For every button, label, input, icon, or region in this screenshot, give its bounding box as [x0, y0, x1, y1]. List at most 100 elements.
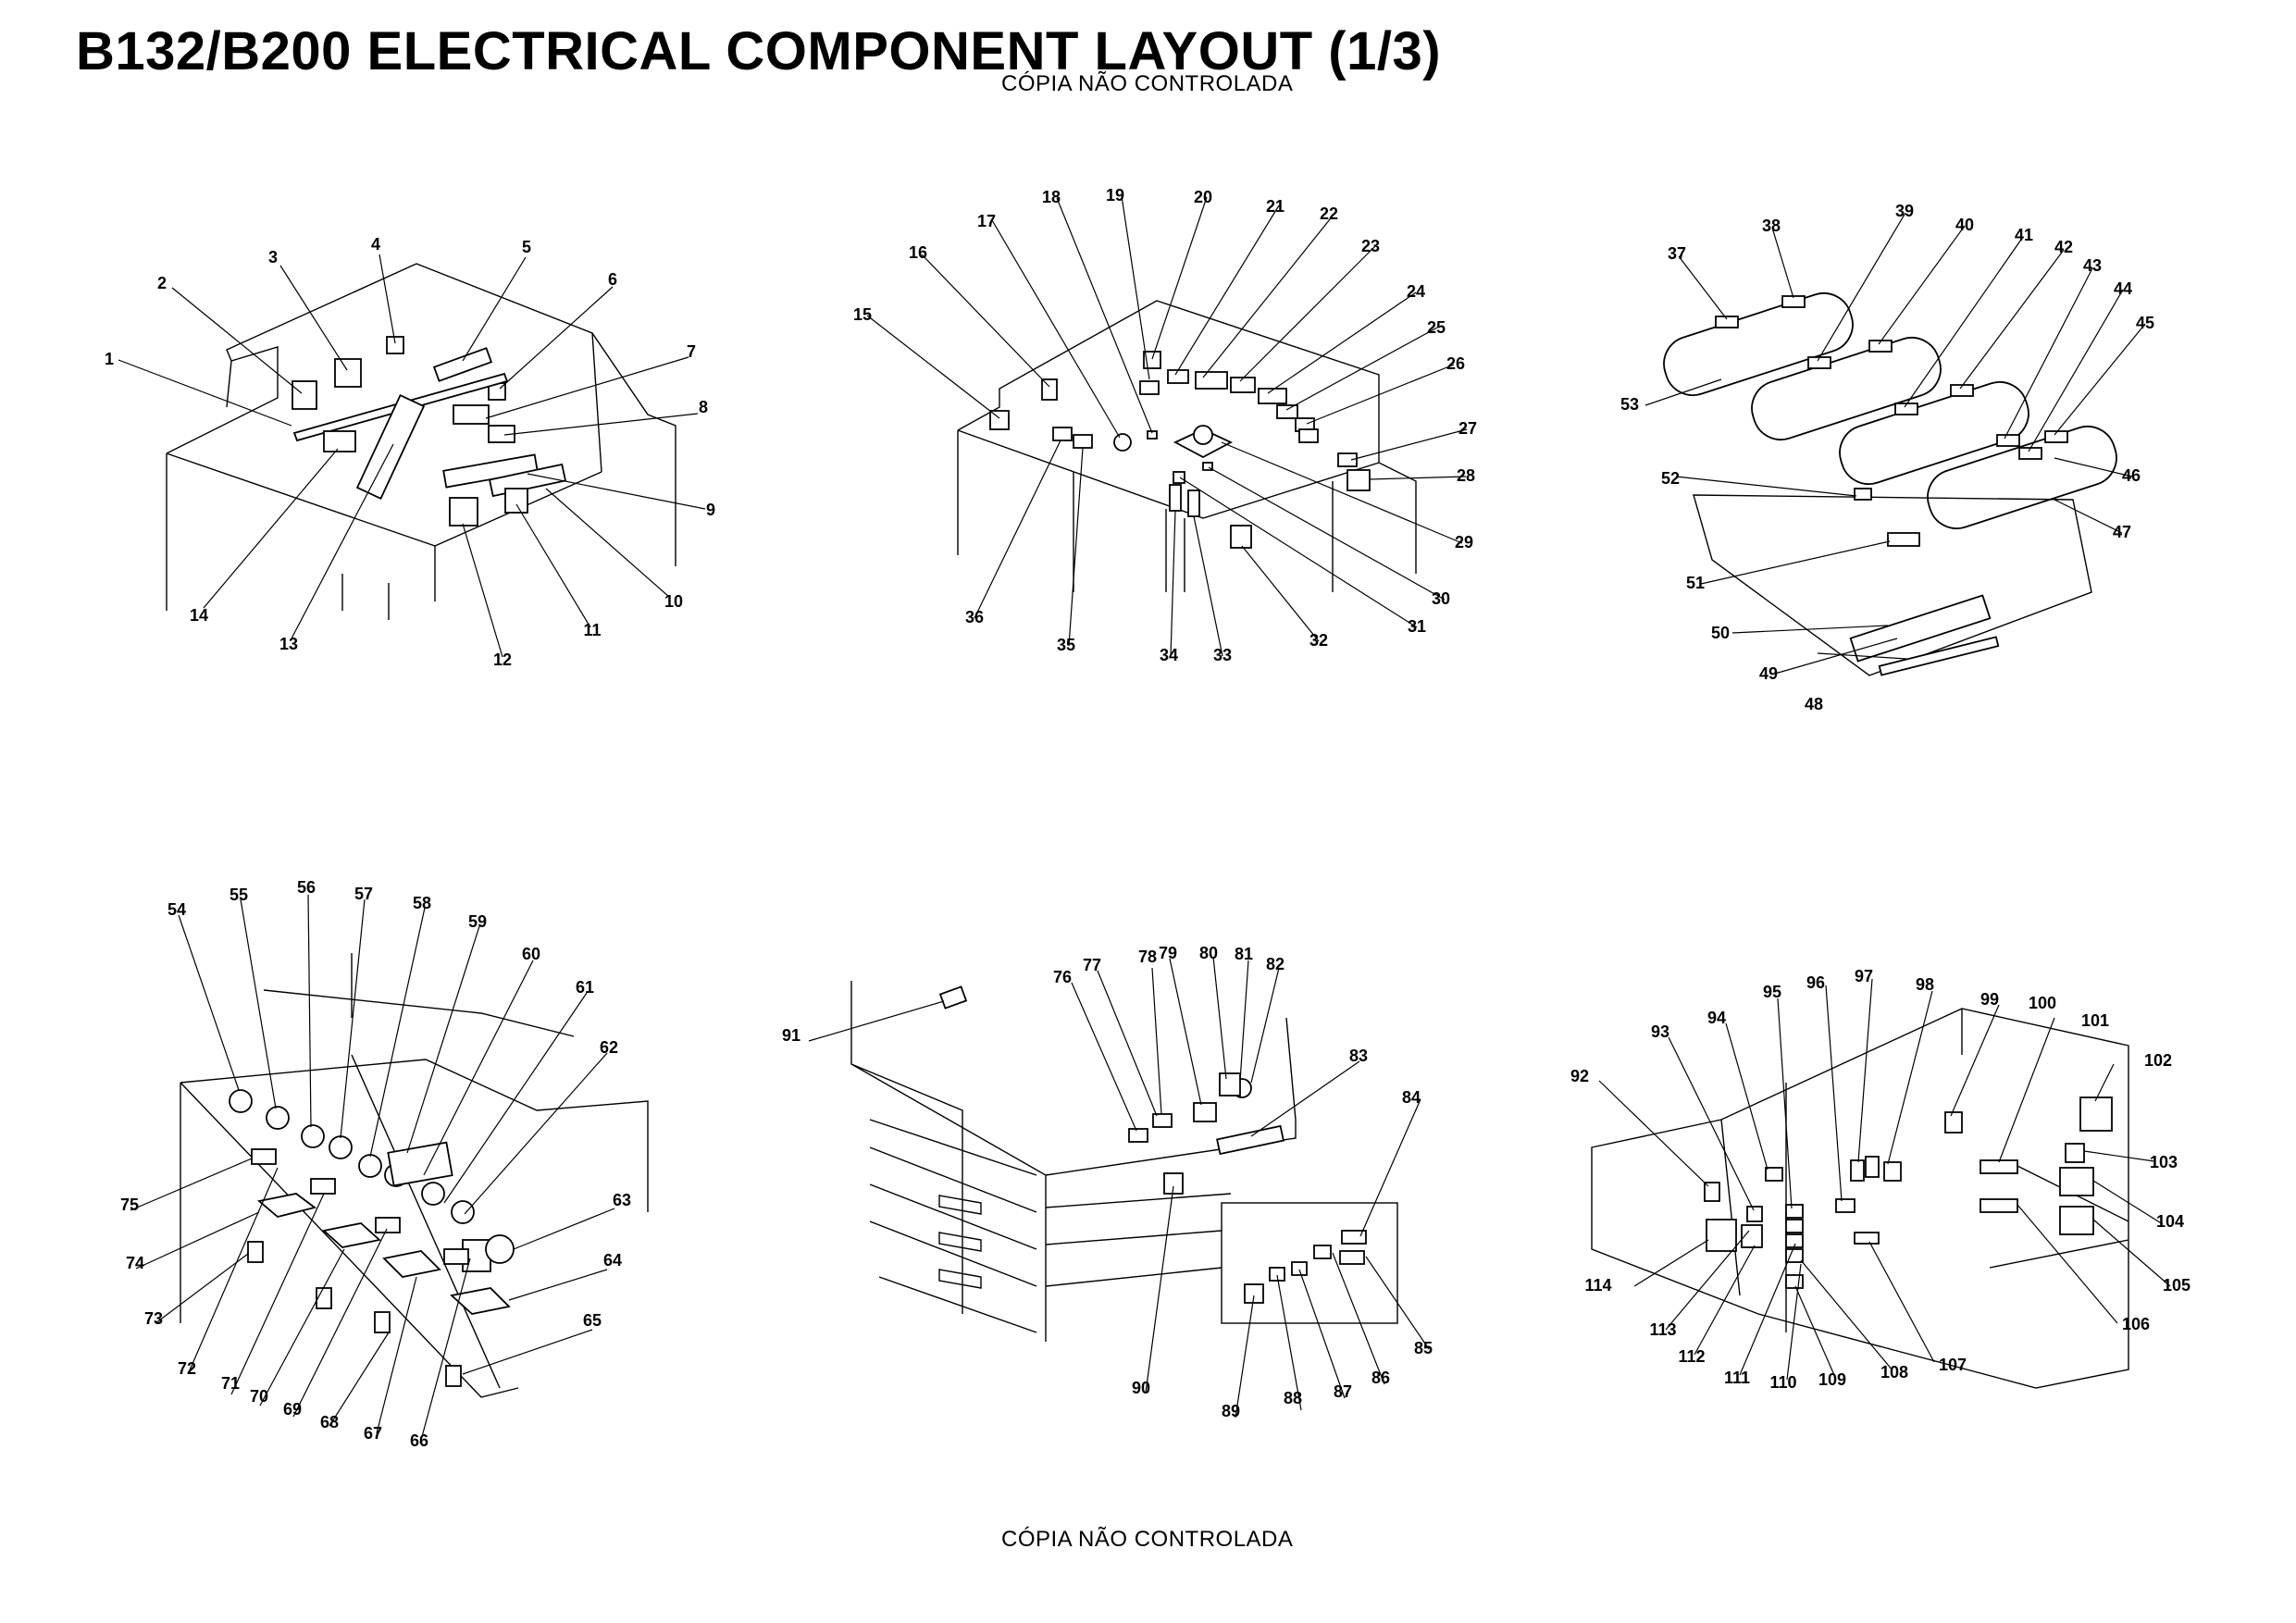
callout-27: 27 [1458, 419, 1477, 438]
panel-scanner-top [118, 254, 706, 658]
callout-85: 85 [1414, 1339, 1433, 1357]
callout-11: 11 [583, 621, 601, 639]
callout-82: 82 [1266, 955, 1285, 973]
callout-109: 109 [1818, 1370, 1846, 1389]
callout-12: 12 [493, 650, 512, 669]
callout-56: 56 [297, 878, 316, 897]
callout-112: 112 [1678, 1347, 1705, 1366]
callout-42: 42 [2054, 238, 2073, 256]
callout-104: 104 [2156, 1212, 2184, 1231]
callout-89: 89 [1222, 1402, 1240, 1420]
callout-88: 88 [1284, 1389, 1302, 1407]
callout-57: 57 [354, 885, 373, 903]
callout-61: 61 [576, 978, 594, 997]
callout-26: 26 [1446, 354, 1465, 373]
callout-48: 48 [1805, 695, 1823, 713]
callout-79: 79 [1159, 944, 1177, 962]
callout-32: 32 [1309, 631, 1328, 650]
callout-3: 3 [268, 248, 278, 266]
callout-76: 76 [1053, 968, 1072, 986]
callout-68: 68 [320, 1413, 339, 1431]
callout-4: 4 [371, 235, 380, 254]
callout-44: 44 [2114, 279, 2132, 298]
callout-40: 40 [1955, 216, 1974, 234]
callout-8: 8 [699, 398, 708, 416]
callout-34: 34 [1160, 646, 1178, 664]
callout-15: 15 [853, 305, 872, 324]
callout-111: 111 [1724, 1369, 1750, 1387]
callout-81: 81 [1235, 945, 1253, 963]
callout-113: 113 [1649, 1320, 1676, 1339]
callout-14: 14 [190, 606, 208, 625]
callout-18: 18 [1042, 188, 1061, 206]
callout-47: 47 [2113, 523, 2131, 541]
callout-45: 45 [2136, 314, 2154, 332]
callout-100: 100 [2029, 994, 2056, 1012]
callout-22: 22 [1320, 204, 1338, 223]
callout-80: 80 [1199, 944, 1218, 962]
callout-7: 7 [687, 342, 696, 361]
callout-72: 72 [178, 1359, 196, 1378]
callout-54: 54 [168, 900, 186, 919]
callout-21: 21 [1266, 197, 1285, 216]
callout-58: 58 [413, 894, 431, 912]
callout-49: 49 [1759, 664, 1778, 683]
callout-69: 69 [283, 1400, 302, 1419]
callout-10: 10 [664, 592, 683, 611]
callout-9: 9 [706, 501, 715, 519]
callout-13: 13 [279, 635, 298, 653]
callout-59: 59 [468, 912, 487, 931]
callout-6: 6 [608, 270, 617, 289]
callout-63: 63 [613, 1191, 631, 1209]
callout-37: 37 [1668, 244, 1686, 263]
callout-95: 95 [1763, 983, 1781, 1001]
callout-29: 29 [1455, 533, 1473, 551]
callout-97: 97 [1855, 967, 1873, 985]
callout-83: 83 [1349, 1047, 1368, 1065]
callout-51: 51 [1686, 574, 1705, 592]
callout-75: 75 [120, 1196, 139, 1214]
callout-87: 87 [1334, 1382, 1352, 1401]
callout-106: 106 [2122, 1315, 2150, 1333]
callout-2: 2 [157, 274, 167, 292]
callout-84: 84 [1402, 1088, 1421, 1107]
callout-94: 94 [1707, 1009, 1726, 1027]
panel-paper-trays [808, 956, 1430, 1419]
callout-24: 24 [1407, 282, 1425, 301]
callout-67: 67 [364, 1424, 382, 1443]
callout-99: 99 [1980, 990, 1999, 1009]
callout-41: 41 [2015, 226, 2033, 244]
page-title: B132/B200 ELECTRICAL COMPONENT LAYOUT (1… [76, 21, 1442, 81]
callout-19: 19 [1106, 186, 1124, 204]
callout-102: 102 [2144, 1051, 2172, 1070]
callout-38: 38 [1762, 217, 1781, 235]
callout-91: 91 [782, 1026, 800, 1045]
callout-50: 50 [1711, 624, 1730, 642]
callout-78: 78 [1138, 948, 1157, 966]
panel-paper-feed [130, 894, 649, 1444]
callout-110: 110 [1769, 1373, 1796, 1392]
callout-16: 16 [909, 243, 927, 262]
callout-107: 107 [1939, 1356, 1967, 1374]
callout-108: 108 [1880, 1363, 1908, 1381]
watermark-bottom: CÓPIA NÃO CONTROLADA [1001, 1527, 1294, 1552]
callout-66: 66 [410, 1431, 428, 1450]
callout-52: 52 [1661, 469, 1680, 488]
callout-17: 17 [977, 212, 996, 230]
callout-5: 5 [522, 238, 531, 256]
callout-55: 55 [230, 886, 248, 904]
callout-114: 114 [1584, 1276, 1611, 1295]
callout-43: 43 [2083, 256, 2102, 275]
callout-23: 23 [1361, 237, 1380, 255]
callout-1: 1 [105, 350, 114, 368]
callout-64: 64 [603, 1251, 622, 1270]
callout-90: 90 [1132, 1379, 1150, 1397]
callout-20: 20 [1194, 188, 1212, 206]
callout-73: 73 [144, 1309, 163, 1328]
callout-30: 30 [1432, 589, 1450, 608]
callout-33: 33 [1213, 646, 1232, 664]
callout-60: 60 [522, 945, 540, 963]
callout-53: 53 [1620, 395, 1639, 414]
callout-28: 28 [1457, 466, 1475, 485]
